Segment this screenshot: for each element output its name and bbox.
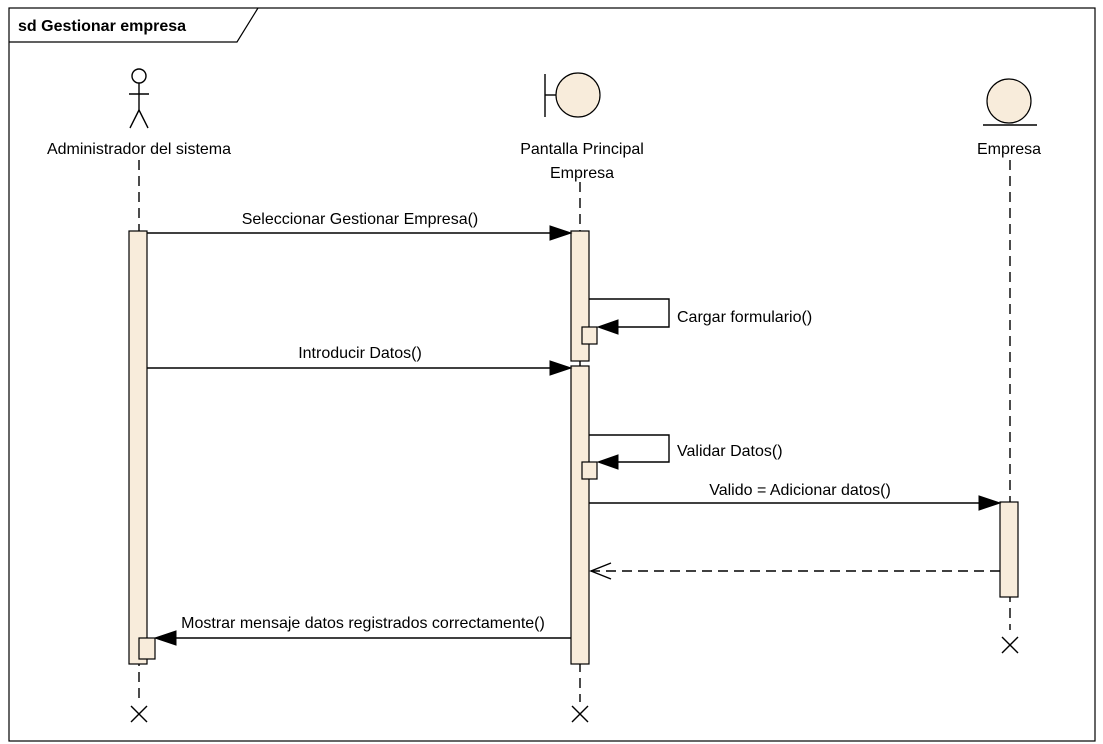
self-message-cargar-formulario	[581, 298, 670, 345]
boundary-destroy-marker	[571, 705, 589, 723]
message-adicionar-datos	[589, 495, 1002, 511]
self-message-cargar-label: Cargar formulario()	[677, 309, 812, 326]
entity-icon	[983, 78, 1037, 126]
message-mostrar-mensaje	[138, 630, 571, 660]
message-introducir-label: Introducir Datos()	[298, 345, 422, 362]
return-message	[589, 562, 1000, 580]
actor-activation	[128, 230, 148, 665]
boundary-activation-2	[570, 365, 590, 665]
message-seleccionar-label: Seleccionar Gestionar Empresa()	[242, 211, 479, 228]
self-message-validar-datos	[581, 434, 670, 480]
entity-destroy-marker	[1001, 636, 1019, 654]
message-mostrar-label: Mostrar mensaje datos registrados correc…	[181, 615, 545, 632]
boundary-icon	[544, 72, 601, 118]
message-introducir-datos	[147, 360, 573, 376]
self-message-validar-label: Validar Datos()	[677, 443, 783, 460]
frame-border	[8, 7, 1096, 742]
entity-label: Empresa	[977, 141, 1041, 158]
entity-activation	[999, 501, 1019, 598]
actor-label: Administrador del sistema	[47, 141, 231, 158]
message-seleccionar-gestionar-empresa	[147, 225, 573, 241]
frame-title: sd Gestionar empresa	[18, 18, 186, 35]
boundary-label-line1: Pantalla Principal	[520, 141, 644, 158]
actor-destroy-marker	[130, 705, 148, 723]
frame-title-tab	[9, 7, 259, 43]
boundary-label-line2: Empresa	[550, 165, 614, 182]
message-adicionar-label: Valido = Adicionar datos()	[709, 482, 891, 499]
actor-icon	[129, 68, 149, 129]
